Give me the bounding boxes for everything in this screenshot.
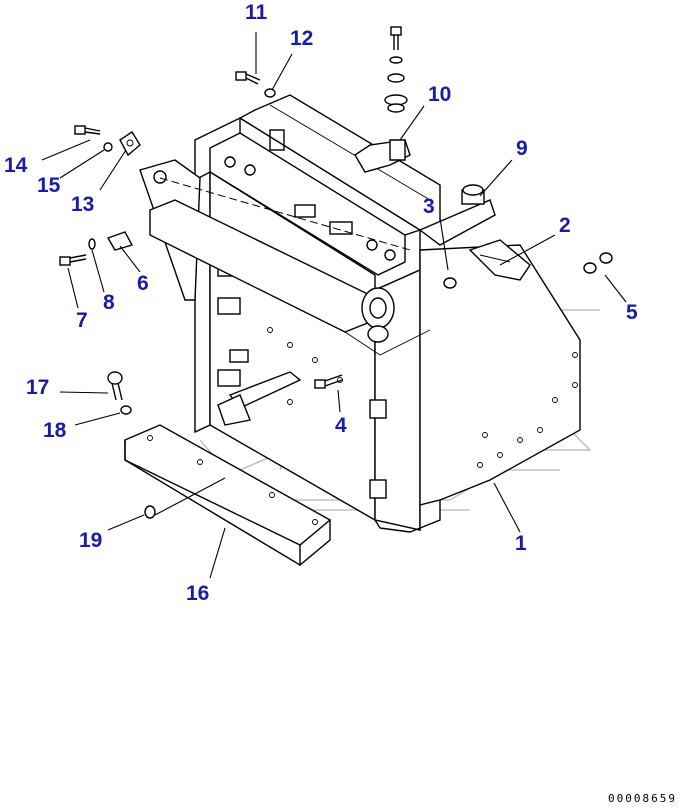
callout-11: 11 [245, 1, 268, 24]
cap-19 [144, 505, 156, 519]
part-2-plate [468, 239, 531, 281]
washer-8 [88, 238, 96, 250]
nut-5 [583, 252, 613, 274]
bolt-4 [314, 374, 343, 389]
step-cover-16 [124, 424, 332, 567]
drawing-code: 00008659 [608, 792, 677, 805]
nut-3 [443, 277, 457, 289]
callout-19: 19 [79, 529, 102, 552]
part-10-mount [354, 26, 411, 173]
bolt-14 [74, 125, 101, 135]
callout-8: 8 [103, 291, 115, 314]
callout-15: 15 [37, 174, 61, 197]
upper-arm [139, 159, 431, 356]
callout-12: 12 [290, 27, 313, 50]
plate-13 [119, 131, 141, 157]
washer-12 [264, 88, 276, 98]
callout-6: 6 [137, 272, 149, 295]
callout-10: 10 [428, 83, 451, 106]
part-9-bracket [418, 184, 496, 246]
callout-4: 4 [335, 414, 347, 437]
callout-9: 9 [516, 137, 528, 160]
callout-16: 16 [186, 582, 209, 605]
callout-1: 1 [515, 532, 527, 555]
callout-17: 17 [26, 376, 49, 399]
callout-7: 7 [76, 309, 88, 332]
clip-6 [106, 231, 134, 251]
bolt-7 [59, 254, 87, 266]
bolt-17 [107, 371, 123, 401]
callout-5: 5 [626, 301, 638, 324]
callouts: 1 2 3 4 5 6 7 8 9 10 11 12 13 14 15 16 1… [4, 1, 638, 605]
leader-lines [41, 32, 627, 579]
bolt-11 [235, 71, 261, 85]
callout-13: 13 [71, 193, 94, 216]
washer-15 [103, 142, 113, 152]
washer-18 [120, 405, 132, 415]
callout-2: 2 [559, 214, 571, 237]
callout-3: 3 [423, 195, 435, 218]
callout-14: 14 [4, 154, 28, 177]
callout-18: 18 [43, 419, 67, 442]
